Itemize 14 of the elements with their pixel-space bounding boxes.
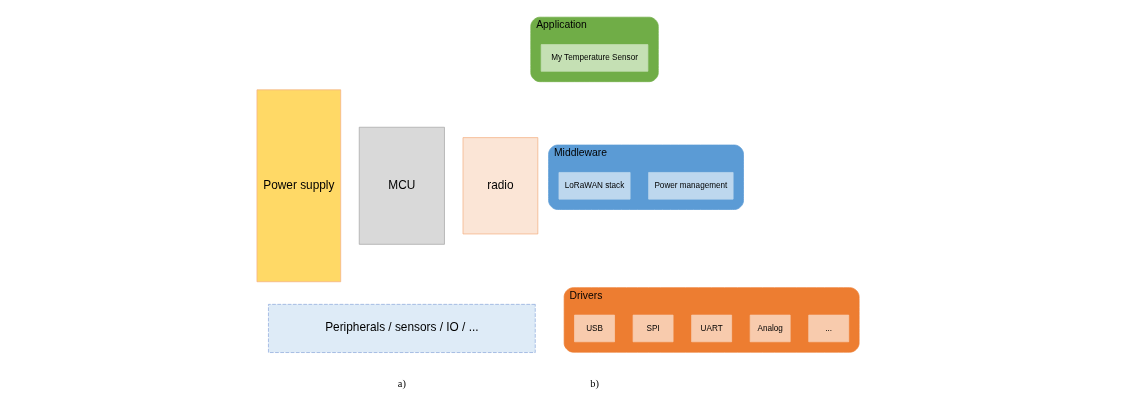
label: a)	[397, 378, 406, 390]
node-box: Peripherals / sensors / IO / ...	[268, 304, 536, 353]
node-box: Analog	[749, 314, 791, 343]
node-box: ...	[808, 314, 850, 343]
node-box: MCU	[358, 126, 445, 245]
label: b)	[590, 378, 599, 390]
node-box: Power supply	[256, 89, 342, 283]
node-box: LoRaWAN stack	[558, 172, 631, 200]
node-box: radio	[462, 137, 539, 235]
node-box: USB	[574, 314, 615, 343]
node-box: My Temperature Sensor	[540, 44, 649, 72]
node-box: UART	[691, 314, 732, 343]
node-box: SPI	[632, 314, 674, 343]
node-box: Power management	[648, 172, 734, 200]
